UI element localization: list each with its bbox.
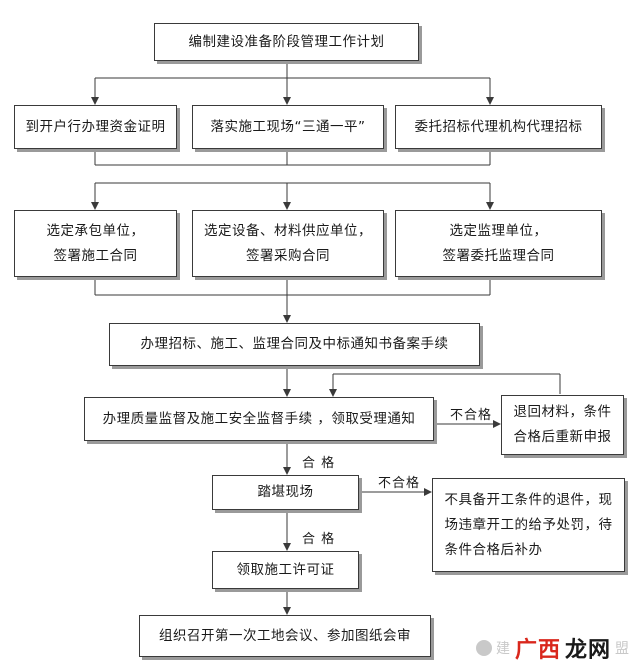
node-violation-handling-text: 不具备开工条件的退件，现 场违章开工的给予处罚，待 条件合格后补办 bbox=[444, 491, 613, 558]
node-construction-permit-text: 领取施工许可证 bbox=[236, 561, 335, 578]
watermark-faint-1: 建 bbox=[495, 641, 511, 657]
watermark-icon bbox=[475, 640, 492, 656]
label-pass-1: 合 格 bbox=[302, 456, 336, 471]
label-fail-1: 不合格 bbox=[450, 408, 493, 423]
node-site-prep-text: 落实施工现场“三通一平” bbox=[210, 118, 366, 135]
node-fund-proof-text: 到开户行办理资金证明 bbox=[25, 118, 166, 135]
node-supervisor: 选定监理单位， 签署委托监理合同 bbox=[395, 210, 602, 277]
node-site-survey: 踏堪现场 bbox=[212, 475, 359, 510]
node-tender-agent: 委托招标代理机构代理招标 bbox=[395, 105, 602, 149]
node-supplier-text: 选定设备、材料供应单位， 签署采购合同 bbox=[204, 222, 372, 264]
node-supplier: 选定设备、材料供应单位， 签署采购合同 bbox=[192, 210, 384, 277]
node-violation-handling: 不具备开工条件的退件，现 场违章开工的给予处罚，待 条件合格后补办 bbox=[432, 478, 625, 572]
label-fail-2: 不合格 bbox=[378, 476, 421, 491]
node-tender-agent-text: 委托招标代理机构代理招标 bbox=[414, 118, 583, 135]
node-contractor: 选定承包单位， 签署施工合同 bbox=[14, 210, 177, 277]
node-contract-filing-text: 办理招标、施工、监理合同及中标通知书备案手续 bbox=[140, 336, 449, 352]
node-return-materials-text: 退回材料，条件 合格后重新申报 bbox=[513, 404, 612, 445]
node-first-meeting-text: 组织召开第一次工地会议、参加图纸会审 bbox=[159, 627, 411, 644]
node-return-materials: 退回材料，条件 合格后重新申报 bbox=[501, 395, 624, 455]
watermark-mid: 龙网 bbox=[564, 638, 611, 663]
watermark-strong: 广西 bbox=[514, 638, 561, 663]
node-site-survey-text: 踏堪现场 bbox=[257, 484, 314, 500]
node-supervision-procedures-text: 办理质量监督及施工安全监督手续 ，领取受理通知 bbox=[102, 410, 416, 427]
node-prep-plan-text: 编制建设准备阶段管理工作计划 bbox=[188, 33, 385, 50]
node-construction-permit: 领取施工许可证 bbox=[212, 551, 359, 589]
node-supervisor-text: 选定监理单位， 签署委托监理合同 bbox=[442, 222, 555, 264]
node-fund-proof: 到开户行办理资金证明 bbox=[14, 105, 177, 149]
label-pass-2: 合 格 bbox=[302, 532, 336, 547]
node-supervision-procedures: 办理质量监督及施工安全监督手续 ，领取受理通知 bbox=[84, 397, 434, 441]
node-contractor-text: 选定承包单位， 签署施工合同 bbox=[46, 222, 145, 264]
node-first-meeting: 组织召开第一次工地会议、参加图纸会审 bbox=[139, 615, 431, 657]
node-contract-filing: 办理招标、施工、监理合同及中标通知书备案手续 bbox=[109, 323, 480, 366]
node-prep-plan: 编制建设准备阶段管理工作计划 bbox=[154, 23, 419, 61]
node-site-prep: 落实施工现场“三通一平” bbox=[192, 105, 384, 149]
watermark-logo: 建 广西 龙网 盟 bbox=[475, 632, 630, 664]
watermark-faint-2: 盟 bbox=[615, 641, 630, 657]
